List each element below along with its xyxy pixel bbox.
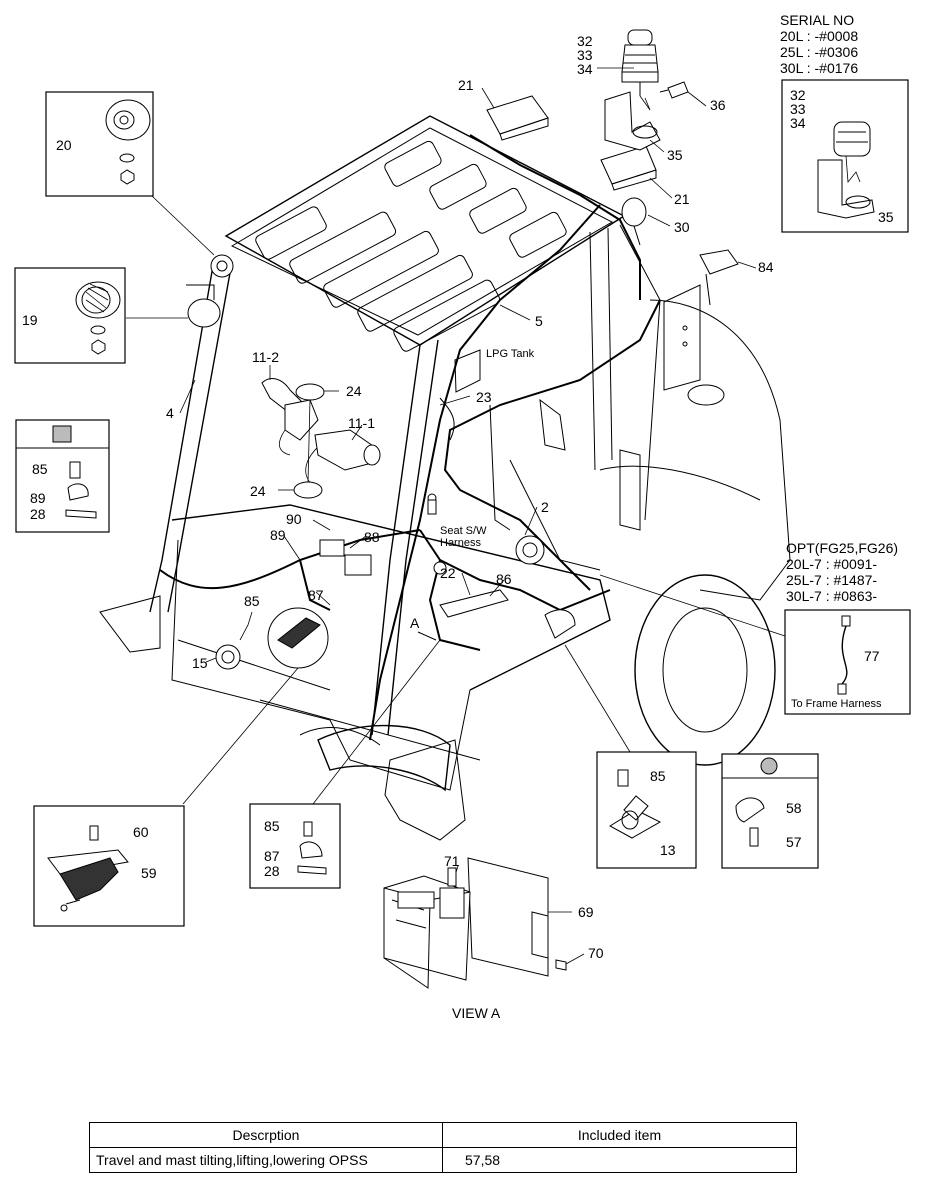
view-a-ecu (383, 857, 567, 989)
opss-table: Descrption Included item Travel and mast… (89, 1122, 797, 1173)
view-a-label: VIEW A (452, 1005, 501, 1021)
callout-69: 69 (578, 904, 594, 920)
callout-15: 15 (192, 655, 208, 671)
callout-22: 22 (440, 565, 456, 581)
table-row: Travel and mast tilting,lifting,lowering… (89, 1147, 797, 1173)
callout-2: 2 (541, 499, 549, 515)
callout-87b: 87 (264, 848, 280, 864)
callout-21b: 21 (674, 191, 690, 207)
callout-19: 19 (22, 312, 38, 328)
detail-box-pedal (33, 805, 185, 927)
callout-57: 57 (786, 834, 802, 850)
callout-85d: 85 (264, 818, 280, 834)
callout-77: 77 (864, 648, 880, 664)
callout-11-1: 11-1 (348, 415, 375, 431)
callout-20: 20 (56, 137, 72, 153)
view-a-marker: A (410, 615, 420, 631)
detail-box-20 (45, 91, 154, 197)
callout-36: 36 (710, 97, 726, 113)
callout-13: 13 (660, 842, 676, 858)
option-heading: OPT(FG25,FG26) (786, 540, 898, 556)
callout-23: 23 (476, 389, 492, 405)
serial-number-note: SERIAL NO 20L : -#0008 25L : -#0306 30L … (780, 12, 858, 76)
callout-5: 5 (535, 313, 543, 329)
callout-89a: 89 (30, 490, 46, 506)
callout-34s: 34 (790, 115, 806, 131)
detail-box-77 (784, 609, 911, 715)
table-header-included: Included item (442, 1122, 797, 1148)
serial-line-1: 20L : -#0008 (780, 28, 858, 44)
callout-30: 30 (674, 219, 690, 235)
callout-60: 60 (133, 824, 149, 840)
label-to-frame-harness: To Frame Harness (791, 698, 882, 710)
callout-35s: 35 (878, 209, 894, 225)
option-line-2: 25L-7 : #1487- (786, 572, 877, 588)
option-line-3: 30L-7 : #0863- (786, 588, 877, 604)
callout-34: 34 (577, 61, 593, 77)
detail-box-serial (781, 79, 909, 233)
callout-32s: 32 (790, 87, 806, 103)
callout-85b: 85 (244, 593, 260, 609)
table-cell-items: 57,58 (442, 1147, 797, 1173)
callout-58: 58 (786, 800, 802, 816)
callout-88: 88 (364, 529, 380, 545)
callout-70: 70 (588, 945, 604, 961)
callout-11-2: 11-2 (252, 349, 279, 365)
label-seat-harness: Harness (440, 537, 481, 549)
detail-box-clip-circle (721, 753, 819, 869)
callout-4: 4 (166, 405, 174, 421)
callout-24a: 24 (346, 383, 362, 399)
callout-59: 59 (141, 865, 157, 881)
label-seat-sw: Seat S/W (440, 525, 487, 537)
callout-33: 33 (577, 47, 593, 63)
callout-87a: 87 (308, 587, 324, 603)
forklift-illustration (99, 29, 791, 841)
callout-71: 71 (444, 853, 460, 869)
callout-85c: 85 (650, 768, 666, 784)
callout-85a: 85 (32, 461, 48, 477)
table-cell-description: Travel and mast tilting,lifting,lowering… (89, 1147, 443, 1173)
callout-24b: 24 (250, 483, 266, 499)
square-hatched-icon (52, 425, 72, 443)
callout-90: 90 (286, 511, 302, 527)
detail-box-clip-87 (249, 803, 341, 889)
detail-box-13 (596, 751, 697, 869)
serial-line-2: 25L : -#0306 (780, 44, 858, 60)
circle-hatched-icon (760, 757, 778, 775)
table-header-row: Descrption Included item (89, 1122, 797, 1148)
callout-32: 32 (577, 33, 593, 49)
label-lpg-tank: LPG Tank (486, 348, 535, 360)
callout-21a: 21 (458, 77, 474, 93)
callout-33s: 33 (790, 101, 806, 117)
callout-28a: 28 (30, 506, 46, 522)
table-header-description: Descrption (89, 1122, 443, 1148)
callout-86: 86 (496, 571, 512, 587)
callout-28b: 28 (264, 863, 280, 879)
detail-box-19 (14, 267, 126, 364)
callout-labels: 32 33 34 36 35 21 21 30 84 5 20 19 4 11-… (22, 33, 894, 1021)
callout-89b: 89 (270, 527, 286, 543)
option-line-1: 20L-7 : #0091- (786, 556, 877, 572)
callout-35: 35 (667, 147, 683, 163)
callout-84: 84 (758, 259, 774, 275)
option-note: OPT(FG25,FG26) 20L-7 : #0091- 25L-7 : #1… (786, 540, 898, 604)
detail-box-clip-square (15, 419, 110, 533)
serial-heading: SERIAL NO (780, 12, 854, 28)
serial-line-3: 30L : -#0176 (780, 60, 858, 76)
